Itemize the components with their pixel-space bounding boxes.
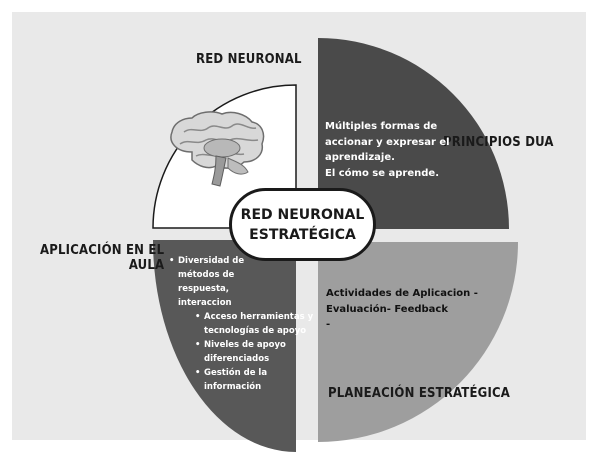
label-red-neuronal: RED NEURONAL <box>196 52 302 67</box>
list-item-niveles: Niveles de apoyo diferenciados <box>195 338 313 366</box>
brain-icon <box>170 111 265 187</box>
quadrant-top-right <box>318 38 509 229</box>
label-aplicacion-en-el-aula: APLICACIÓN EN EL AULA <box>40 243 165 273</box>
quadrant-top-right-text: Múltiples formas de accionar y expresar … <box>325 121 450 179</box>
quadrant-bottom-left-text: Diversidad de métodos de respuesta, inte… <box>169 254 313 394</box>
center-title-line2: ESTRATÉGICA <box>249 226 356 243</box>
list-item-acceso: Acceso herramientas y tecnologías de apo… <box>195 310 313 338</box>
center-title-box: RED NEURONAL ESTRATÉGICA <box>229 188 376 261</box>
label-principios-dua: PRINCIPIOS DUA <box>443 135 554 150</box>
label-planeacion-estrategica: PLANEACIÓN ESTRATÉGICA <box>328 386 511 401</box>
quadrant-bottom-right <box>318 242 518 442</box>
quadrant-bottom-right-text: Actividades de Aplicacion - Evaluación- … <box>326 288 478 330</box>
list-item-gestion: Gestión de la información <box>195 366 313 394</box>
center-title-line1: RED NEURONAL <box>240 206 365 223</box>
list-item-diversidad: Diversidad de métodos de respuesta, inte… <box>169 254 313 310</box>
